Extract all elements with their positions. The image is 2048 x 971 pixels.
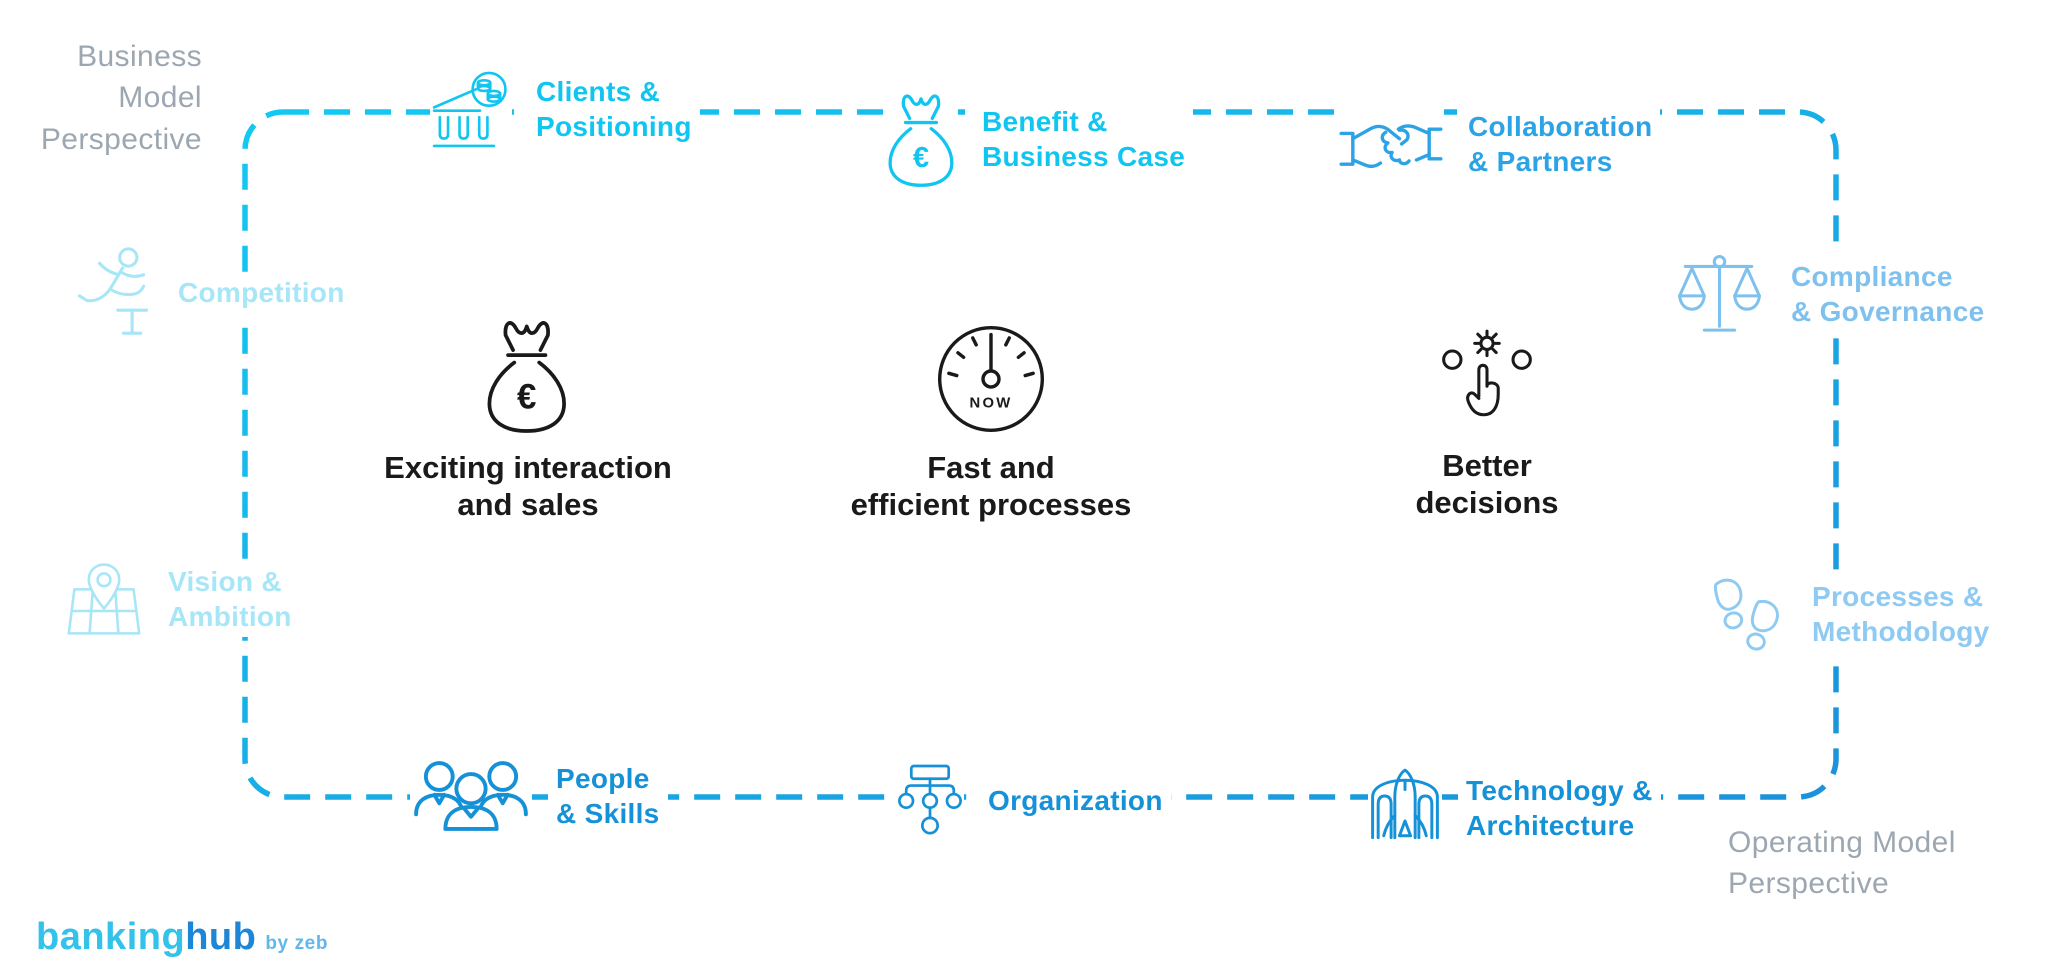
center-item-label: Better decisions bbox=[1415, 448, 1559, 520]
center-item-better-decisions: Better decisions bbox=[1327, 318, 1647, 521]
node-processes-methodology: Processes & Methodology bbox=[1710, 566, 1998, 662]
logo-hub-text: hub bbox=[185, 916, 257, 958]
handshake-icon bbox=[1338, 104, 1444, 184]
node-clients-positioning: Clients & Positioning bbox=[430, 66, 700, 152]
logo-byline-text: by zeb bbox=[265, 933, 329, 954]
node-label: Processes & Methodology bbox=[1804, 576, 1998, 652]
rocket-icon bbox=[1368, 758, 1442, 858]
node-collaboration-partners: Collaboration & Partners bbox=[1338, 104, 1661, 184]
node-label: People & Skills bbox=[548, 758, 668, 834]
map-pin-icon bbox=[64, 552, 144, 646]
center-item-exciting-interaction: € Exciting interaction and sales bbox=[368, 314, 688, 523]
node-label: Competition bbox=[170, 271, 353, 313]
node-vision-ambition: Vision & Ambition bbox=[64, 552, 300, 646]
node-label: Collaboration & Partners bbox=[1460, 106, 1661, 182]
center-item-fast-processes: NOW Fast and efficient processes bbox=[831, 322, 1151, 523]
node-organization: Organization bbox=[896, 752, 1171, 848]
team-icon bbox=[410, 756, 532, 836]
operating-model-perspective-label: Operating Model Perspective bbox=[1728, 826, 1956, 901]
node-label: Vision & Ambition bbox=[160, 561, 300, 637]
node-label: Compliance & Governance bbox=[1783, 256, 1993, 332]
money-bag-icon: € bbox=[886, 80, 958, 198]
svg-text:€: € bbox=[517, 378, 536, 417]
node-label: Technology & Architecture bbox=[1458, 770, 1661, 846]
svg-text:€: € bbox=[913, 142, 929, 174]
center-item-label: Fast and efficient processes bbox=[850, 450, 1132, 522]
node-benefit-business-case: € Benefit & Business Case bbox=[886, 80, 1194, 198]
center-item-label: Exciting interaction and sales bbox=[384, 450, 672, 522]
node-people-skills: People & Skills bbox=[410, 756, 668, 836]
node-label: Clients & Positioning bbox=[528, 71, 700, 147]
node-competition: Competition bbox=[70, 246, 353, 338]
speedometer-icon: NOW bbox=[934, 322, 1048, 436]
hurdle-runner-icon bbox=[70, 246, 154, 338]
node-label: Organization bbox=[980, 779, 1171, 821]
node-label: Benefit & Business Case bbox=[974, 101, 1194, 177]
logo-banking-text: banking bbox=[36, 916, 186, 958]
footprints-icon bbox=[1710, 566, 1788, 662]
business-model-perspective-label: Business Model Perspective bbox=[40, 40, 202, 156]
node-compliance-governance: Compliance & Governance bbox=[1672, 250, 1993, 338]
scales-icon bbox=[1672, 250, 1767, 338]
node-technology-architecture: Technology & Architecture bbox=[1368, 758, 1661, 858]
money-bag-icon: € bbox=[480, 314, 576, 436]
org-chart-icon bbox=[896, 752, 964, 848]
svg-text:NOW: NOW bbox=[969, 396, 1012, 412]
bank-coins-icon bbox=[430, 66, 512, 152]
decision-hand-icon bbox=[1436, 318, 1538, 434]
